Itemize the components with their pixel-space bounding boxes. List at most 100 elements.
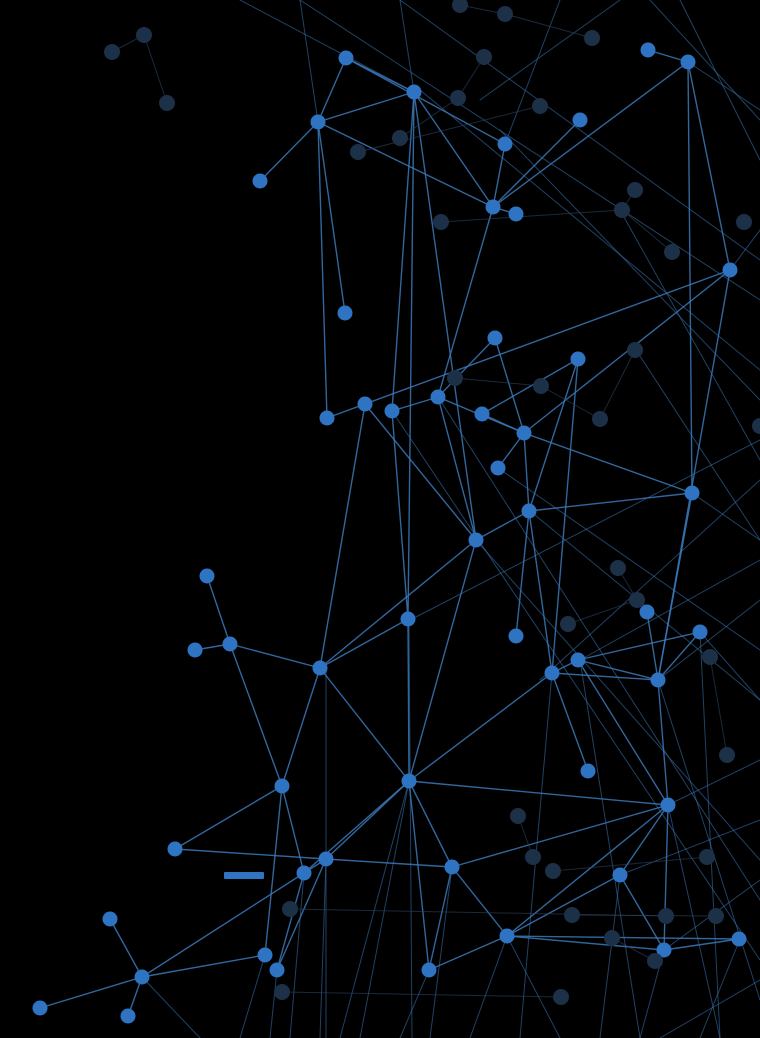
network-node	[639, 604, 655, 620]
network-edge	[437, 206, 494, 398]
network-node	[401, 773, 417, 789]
network-edge	[679, 0, 760, 161]
network-edge	[319, 539, 477, 669]
network-edge	[229, 643, 283, 787]
network-node	[572, 112, 588, 128]
network-edge	[599, 349, 636, 420]
network-node	[134, 969, 150, 985]
network-edge	[391, 410, 409, 620]
network-node-dim	[476, 49, 492, 65]
network-edge	[481, 413, 525, 434]
network-node	[680, 54, 696, 70]
network-edge	[506, 935, 740, 940]
network-edge	[657, 679, 760, 1001]
network-edge	[528, 492, 693, 512]
network-edge	[319, 667, 410, 782]
network-edge	[504, 13, 593, 39]
network-node-dim	[497, 6, 513, 22]
network-edge	[699, 631, 721, 1038]
network-node	[570, 652, 586, 668]
network-edge	[659, 979, 760, 1038]
network-edge	[437, 396, 760, 901]
network-node	[199, 568, 215, 584]
network-edge	[663, 804, 669, 951]
network-edge	[299, 0, 319, 123]
network-node	[357, 396, 373, 412]
network-edge	[451, 866, 508, 937]
network-edge	[206, 575, 231, 645]
network-node	[570, 351, 586, 367]
network-edge	[407, 91, 415, 620]
network-node-dim	[533, 378, 549, 394]
network-node-dim	[604, 930, 620, 946]
network-edge	[687, 61, 760, 111]
network-node	[187, 642, 203, 658]
network-node	[338, 50, 354, 66]
network-edge	[229, 643, 321, 669]
network-edge	[523, 432, 693, 494]
network-edge	[479, 0, 621, 101]
network-node-dim	[282, 901, 298, 917]
network-node-dim	[274, 984, 290, 1000]
network-node-dim	[736, 214, 752, 230]
network-edge	[611, 937, 656, 962]
network-node	[269, 962, 285, 978]
network-edge	[408, 539, 477, 782]
network-edge	[428, 866, 453, 971]
network-node	[274, 778, 290, 794]
network-node	[640, 42, 656, 58]
network-edge	[551, 358, 579, 674]
network-edge	[657, 599, 760, 681]
network-edge	[413, 91, 494, 208]
network-edge	[364, 403, 477, 541]
network-node	[474, 406, 490, 422]
network-edge	[413, 91, 477, 541]
network-edge	[577, 659, 659, 681]
network-node	[296, 865, 312, 881]
network-edge	[540, 385, 601, 420]
network-node	[319, 410, 335, 426]
network-edge	[492, 61, 689, 208]
network-edge	[619, 819, 760, 876]
network-node	[421, 962, 437, 978]
network-node-dim	[752, 418, 760, 434]
network-edge	[657, 679, 669, 806]
network-edge	[289, 872, 305, 1038]
network-edge	[319, 403, 366, 669]
network-edge	[497, 467, 760, 651]
network-edge	[551, 672, 589, 772]
network-edge	[276, 872, 305, 971]
network-edge	[551, 672, 659, 681]
network-edge	[577, 659, 669, 806]
network-edge	[281, 785, 305, 874]
network-edge	[357, 105, 541, 153]
network-node-dim	[545, 863, 561, 879]
network-node	[722, 262, 738, 278]
network-node-dim	[614, 202, 630, 218]
network-edge	[428, 935, 508, 971]
network-node-dim	[392, 130, 408, 146]
network-edge	[709, 656, 728, 756]
network-edge	[475, 510, 530, 541]
network-edge	[391, 396, 439, 412]
network-edge	[523, 432, 530, 512]
network-edge	[39, 976, 143, 1009]
network-node	[384, 403, 400, 419]
network-node	[497, 136, 513, 152]
network-node-dim	[627, 182, 643, 198]
network-node	[318, 851, 334, 867]
network-node	[650, 672, 666, 688]
network-edge	[299, 0, 760, 301]
network-edge	[599, 874, 621, 1038]
network-node-dim	[719, 747, 735, 763]
network-node	[120, 1008, 136, 1024]
network-edge	[646, 611, 659, 681]
network-edge	[619, 874, 665, 951]
network-edge	[399, 969, 430, 1038]
network-edge	[408, 780, 430, 971]
network-edge	[391, 410, 760, 961]
network-edge	[408, 618, 413, 1038]
network-edge	[419, 89, 760, 371]
network-node-dim	[510, 808, 526, 824]
network-node-dim	[450, 90, 466, 106]
